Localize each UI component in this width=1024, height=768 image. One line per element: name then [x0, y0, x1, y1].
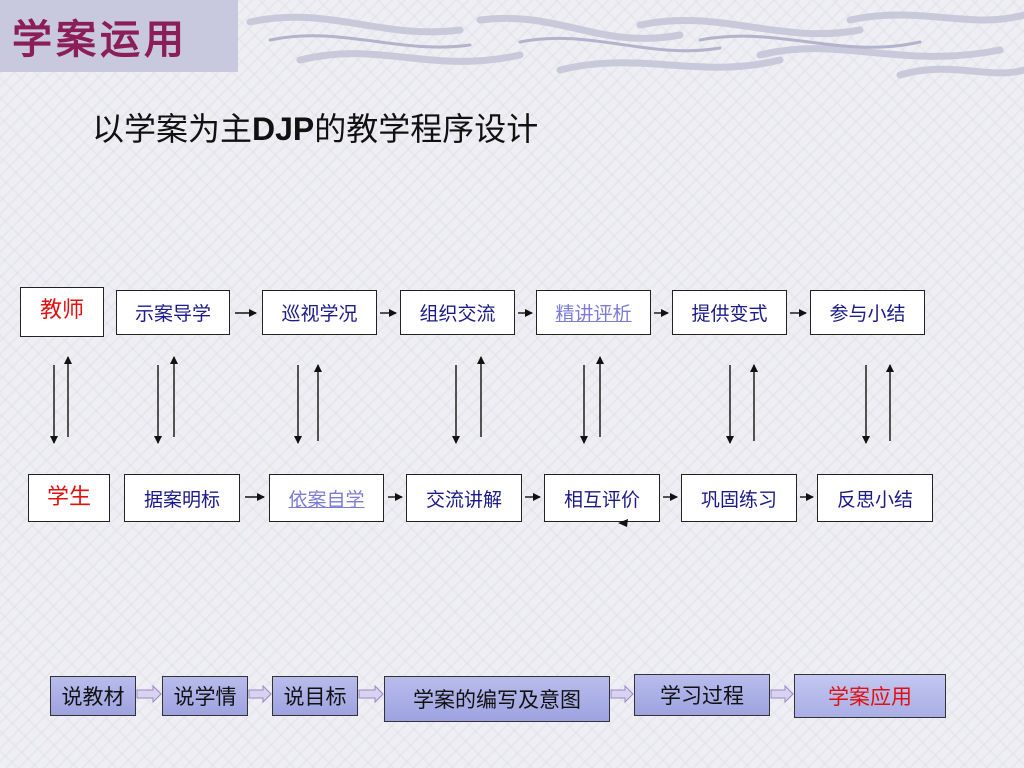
- student-step-3: 交流讲解: [406, 474, 522, 522]
- decorative-swirl-band: [246, 11, 1024, 79]
- teacher-role-label: 教师: [20, 287, 104, 337]
- teacher-step-1: 示案导学: [116, 290, 230, 335]
- student-step-4: 相互评价: [544, 474, 660, 522]
- page-title-pre: 以学案为主: [92, 110, 253, 148]
- nav-button-plan-design[interactable]: 学案的编写及意图: [384, 676, 610, 722]
- teacher-step-2: 巡视学况: [262, 290, 377, 335]
- page-title: 以学案为主DJP的教学程序设计: [92, 104, 538, 150]
- student-step-1: 据案明标: [124, 474, 240, 522]
- student-step-5: 巩固练习: [681, 474, 797, 522]
- nav-button-plan-application[interactable]: 学案应用: [794, 674, 946, 718]
- nav-button-objectives[interactable]: 说目标: [272, 676, 358, 716]
- teacher-step-6: 参与小结: [810, 290, 925, 335]
- page-title-post: 的教学程序设计: [314, 110, 539, 148]
- student-role-label: 学生: [28, 474, 110, 522]
- nav-button-learning-process[interactable]: 学习过程: [634, 674, 770, 716]
- student-step-2-link[interactable]: 依案自学: [269, 474, 384, 522]
- nav-arrow-1: [136, 684, 162, 704]
- teacher-step-4-link[interactable]: 精讲评析: [536, 290, 651, 335]
- page-title-bold: DJP: [252, 111, 315, 147]
- teacher-step-3: 组织交流: [400, 290, 515, 335]
- nav-arrow-5: [770, 684, 794, 704]
- nav-arrow-2: [248, 684, 272, 704]
- student-step-6: 反思小结: [817, 474, 933, 522]
- section-title: 学案运用: [0, 0, 238, 72]
- nav-button-textbook[interactable]: 说教材: [50, 676, 136, 716]
- nav-arrow-3: [358, 684, 384, 704]
- nav-arrow-4: [610, 684, 634, 704]
- nav-button-student-analysis[interactable]: 说学情: [162, 676, 248, 716]
- teacher-step-5: 提供变式: [672, 290, 787, 335]
